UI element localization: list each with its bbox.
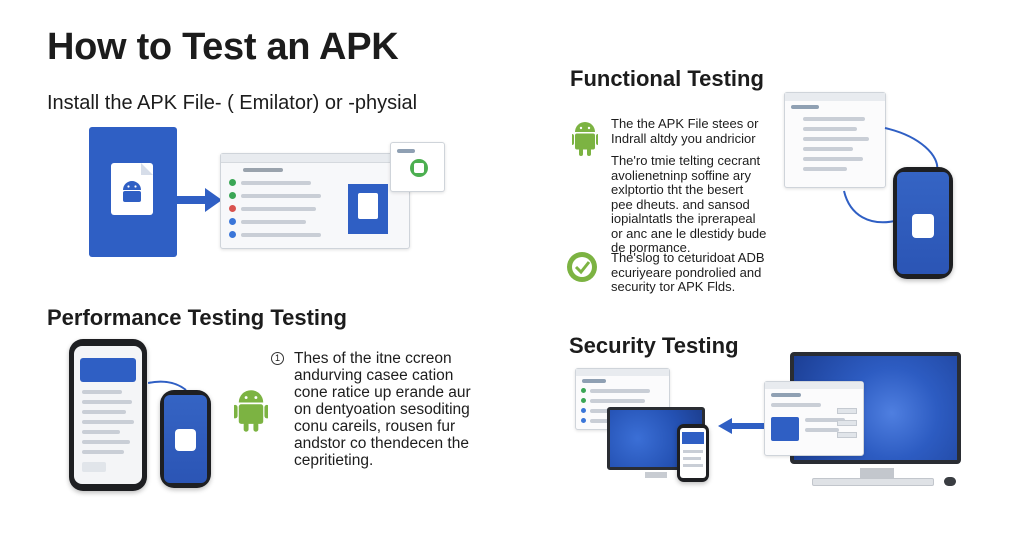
mouse: [944, 477, 956, 486]
check-circle-icon: [567, 252, 597, 282]
install-window: [220, 153, 410, 249]
connector-lines: [843, 127, 939, 224]
file-icon: [111, 163, 153, 215]
install-popup: [390, 142, 445, 192]
functional-para-1: The the APK File stees or Indrall altdy …: [611, 116, 759, 146]
android-icon: [572, 122, 598, 156]
performance-phone-small: [160, 390, 211, 488]
monitor-stand-small: [645, 472, 667, 478]
security-heading: Security Testing: [569, 333, 739, 358]
functional-para-2: The'ro tmie telting cecrant avolienetnin…: [611, 153, 767, 255]
security-phone: [677, 424, 709, 482]
security-dialog-window: [764, 381, 864, 456]
functional-window: [784, 92, 886, 188]
android-icon-performance: [234, 390, 268, 432]
step-marker: 1: [271, 352, 284, 365]
page-title: How to Test an APK: [47, 26, 399, 68]
performance-heading: Performance Testing Testing: [47, 305, 347, 330]
arrow-right-icon: [177, 188, 222, 212]
functional-heading: Functional Testing: [570, 66, 764, 91]
performance-phone-large: [69, 339, 147, 491]
arrow-left-icon: [718, 418, 766, 434]
keyboard: [812, 478, 934, 486]
monitor-stand: [860, 468, 894, 478]
apk-file-card: [89, 127, 177, 257]
performance-para: Thes of the itne ccreon andurving casee …: [294, 350, 471, 469]
functional-para-3: The'slog to ceturidoat ADB ecuriyeare po…: [611, 250, 765, 294]
functional-phone: [893, 167, 953, 279]
install-heading: Install the APK File- ( Emilator) or -ph…: [47, 92, 418, 114]
phone-connector-line: [148, 380, 187, 391]
